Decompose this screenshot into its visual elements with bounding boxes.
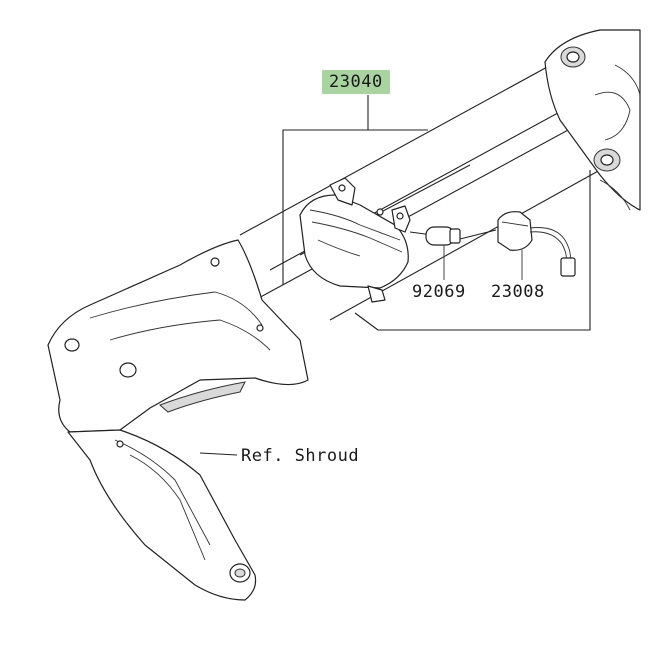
callout-ref-shroud: Ref. Shroud xyxy=(241,446,360,466)
callout-23008: 23008 xyxy=(491,282,545,302)
socket-part xyxy=(497,211,576,280)
guide-lines xyxy=(239,59,606,321)
assembly-bracket xyxy=(282,95,591,331)
bulb-part xyxy=(425,226,461,280)
shroud-part xyxy=(47,239,309,601)
callout-23040: 23040 xyxy=(322,70,390,94)
callout-92069: 92069 xyxy=(412,282,466,302)
tail-lamp-housing xyxy=(299,177,411,303)
frame-structure xyxy=(544,29,641,211)
